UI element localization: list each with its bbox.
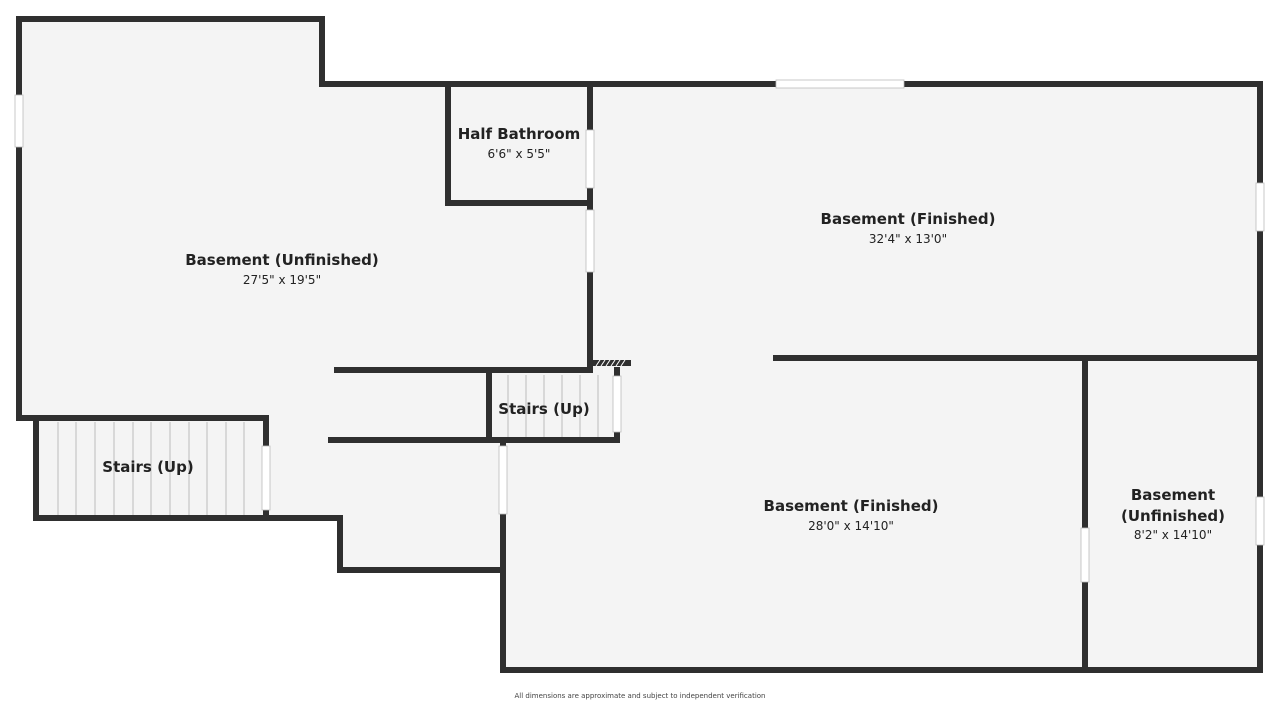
room-name-basement-unfinished-right-line2: (Unfinished) (1121, 507, 1225, 525)
stairs-center-treads (507, 375, 599, 437)
door-upper-mid (585, 209, 595, 273)
door-stairs-left (261, 445, 271, 511)
room-name-basement-finished-lower: Basement (Finished) (764, 497, 939, 515)
room-name-basement-unfinished-main: Basement (Unfinished) (185, 251, 379, 269)
room-dims-basement-finished-upper: 32'4" x 13'0" (869, 232, 947, 246)
window-left (14, 94, 24, 148)
openings (14, 79, 1265, 583)
stairs-left-treads (57, 422, 245, 515)
door-lower-left (498, 445, 508, 515)
stair-landing-hatch (595, 359, 626, 367)
door-stairs-center (612, 375, 622, 433)
room-name-basement-unfinished-right-line1: Basement (1131, 486, 1215, 504)
room-dims-basement-unfinished-main: 27'5" x 19'5" (243, 273, 321, 287)
room-name-stairs-left: Stairs (Up) (102, 458, 193, 476)
floor-fill (19, 19, 1260, 670)
room-dims-half-bathroom: 6'6" x 5'5" (488, 147, 551, 161)
window-right-upper (1255, 182, 1265, 232)
room-dims-basement-finished-lower: 28'0" x 14'10" (808, 519, 894, 533)
room-labels: Basement (Unfinished) 27'5" x 19'5" Half… (102, 125, 1225, 542)
window-right-lower (1255, 496, 1265, 546)
room-name-basement-finished-upper: Basement (Finished) (821, 210, 996, 228)
room-name-half-bathroom: Half Bathroom (458, 125, 581, 143)
room-dims-basement-unfinished-right: 8'2" x 14'10" (1134, 528, 1212, 542)
door-bath (585, 129, 595, 189)
room-name-stairs-center: Stairs (Up) (498, 400, 589, 418)
window-top (775, 79, 905, 89)
disclaimer-text: All dimensions are approximate and subje… (514, 692, 766, 700)
door-lower-right (1080, 527, 1090, 583)
